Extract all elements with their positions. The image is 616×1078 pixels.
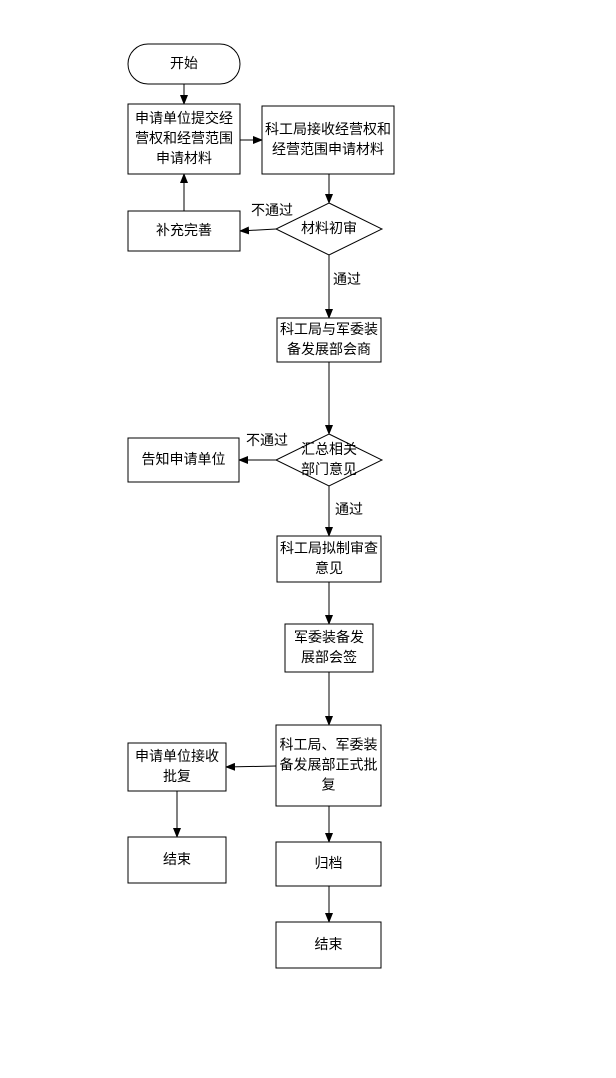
node-label-line: 补充完善 bbox=[156, 223, 212, 239]
edge-label-summary-to-notify: 不通过 bbox=[246, 433, 288, 449]
node-prereview: 材料初审 bbox=[274, 202, 384, 256]
terminator-shape bbox=[127, 43, 241, 85]
node-label-line: 告知申请单位 bbox=[142, 451, 226, 468]
node-label-line: 申请材料 bbox=[156, 151, 212, 167]
process-shape bbox=[127, 742, 227, 792]
node-label-line: 部门意见 bbox=[301, 461, 357, 478]
edge-label-prereview-to-supplement: 不通过 bbox=[251, 203, 293, 219]
node-label-line: 结束 bbox=[163, 852, 191, 868]
node-supplement: 补充完善 bbox=[127, 210, 241, 252]
node-label-line: 科工局与军委装 bbox=[280, 322, 378, 338]
node-label-line: 备发展部正式批 bbox=[280, 757, 378, 774]
process-shape bbox=[276, 317, 382, 363]
edge-formal-to-receive_reply bbox=[225, 762, 277, 771]
process-shape bbox=[127, 836, 227, 884]
node-label-line: 结束 bbox=[315, 937, 343, 953]
node-label-line: 材料初审 bbox=[301, 220, 357, 237]
process-shape bbox=[127, 437, 240, 483]
node-start: 开始 bbox=[127, 43, 241, 85]
node-label-line: 开始 bbox=[170, 56, 198, 72]
node-label-line: 归档 bbox=[315, 855, 343, 872]
process-shape bbox=[127, 103, 241, 175]
node-label-line: 批复 bbox=[163, 768, 191, 785]
node-label-line: 经营范围申请材料 bbox=[272, 141, 384, 158]
node-label-line: 备发展部会商 bbox=[287, 341, 371, 358]
node-label-line: 意见 bbox=[315, 560, 343, 577]
process-shape bbox=[261, 105, 395, 175]
node-label-line: 复 bbox=[322, 777, 336, 794]
process-shape bbox=[275, 724, 382, 807]
node-archive: 归档 bbox=[275, 841, 382, 887]
node-label-line: 科工局接收经营权和 bbox=[265, 121, 391, 138]
decision-shape bbox=[274, 202, 384, 256]
node-label-line: 申请单位接收 bbox=[135, 748, 219, 765]
node-label-line: 营权和经营范围 bbox=[135, 130, 233, 147]
edge-label-prereview-to-consult: 通过 bbox=[333, 272, 361, 288]
node-label-line: 申请单位提交经 bbox=[135, 110, 233, 127]
process-shape bbox=[275, 921, 382, 969]
node-label-line: 科工局拟制审查 bbox=[280, 541, 378, 557]
node-label-line: 科工局、军委装 bbox=[280, 738, 378, 754]
node-end-right: 结束 bbox=[275, 921, 382, 969]
edge-prereview-to-supplement bbox=[239, 226, 277, 235]
process-shape bbox=[275, 841, 382, 887]
decision-shape bbox=[274, 433, 384, 487]
process-shape bbox=[276, 535, 382, 583]
node-label-line: 汇总相关 bbox=[301, 442, 357, 458]
node-end-left: 结束 bbox=[127, 836, 227, 884]
process-shape bbox=[127, 210, 241, 252]
edges-layer bbox=[173, 84, 333, 923]
nodes-layer: 开始申请单位提交经营权和经营范围申请材料科工局接收经营权和经营范围申请材料补充完… bbox=[127, 43, 395, 969]
node-notify: 告知申请单位 bbox=[127, 437, 240, 483]
edge-label-summary-to-draft: 通过 bbox=[335, 502, 363, 518]
node-label-line: 军委装备发 bbox=[294, 629, 364, 646]
process-shape bbox=[284, 623, 374, 673]
node-label-line: 展部会签 bbox=[301, 649, 357, 666]
